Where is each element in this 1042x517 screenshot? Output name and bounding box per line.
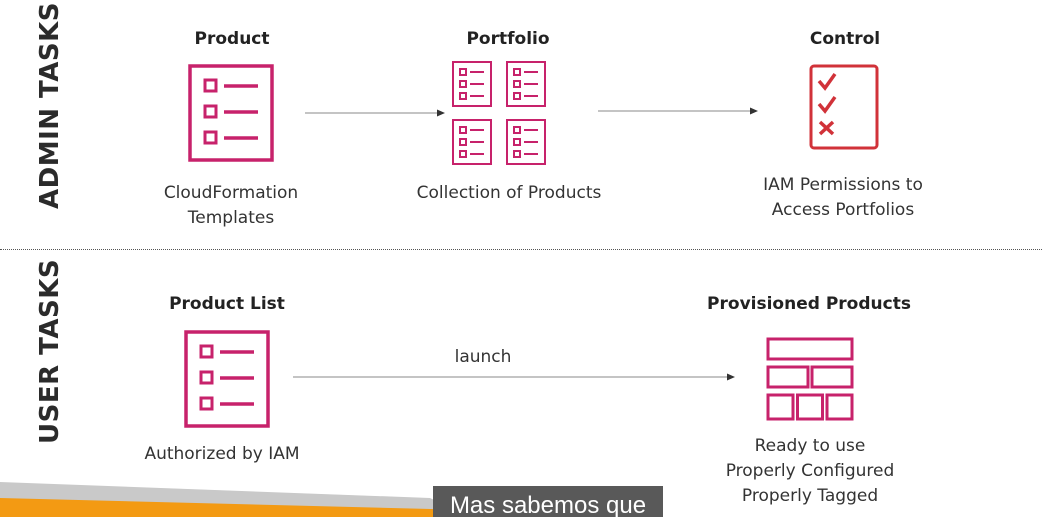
provisioned-products-title: Provisioned Products [707,294,911,314]
section-divider [0,249,1042,250]
product-desc-line1: CloudFormation [163,183,299,203]
provisioned-desc-line1: Ready to use [754,436,866,456]
arrow-launch [293,373,735,381]
checklist-icon [809,64,879,150]
provisioned-products-icon [766,337,854,421]
product-list-desc: Authorized by IAM [144,444,300,464]
product-title: Product [194,29,270,49]
subtitle-caption: Mas sabemos que [433,486,663,517]
admin-tasks-label: ADMIN TASKS [35,2,65,209]
arrow-product-to-portfolio [305,109,445,117]
provisioned-desc-line3: Properly Tagged [741,486,879,506]
control-desc-line2: Access Portfolios [771,200,915,220]
user-tasks-label: USER TASKS [35,258,65,444]
control-title: Control [809,29,881,49]
bottom-accent-bars [0,482,470,517]
product-desc-line2: Templates [187,208,275,228]
product-list-icon [188,64,274,162]
arrow-portfolio-to-control [598,107,758,115]
portfolio-desc: Collection of Products [416,183,602,203]
control-desc-line1: IAM Permissions to [763,175,923,195]
portfolio-title: Portfolio [466,29,550,49]
portfolio-icon [452,61,546,165]
provisioned-desc-line2: Properly Configured [725,461,895,481]
product-list-title: Product List [169,294,285,314]
launch-label: launch [454,347,512,367]
product-list-icon [184,330,270,428]
